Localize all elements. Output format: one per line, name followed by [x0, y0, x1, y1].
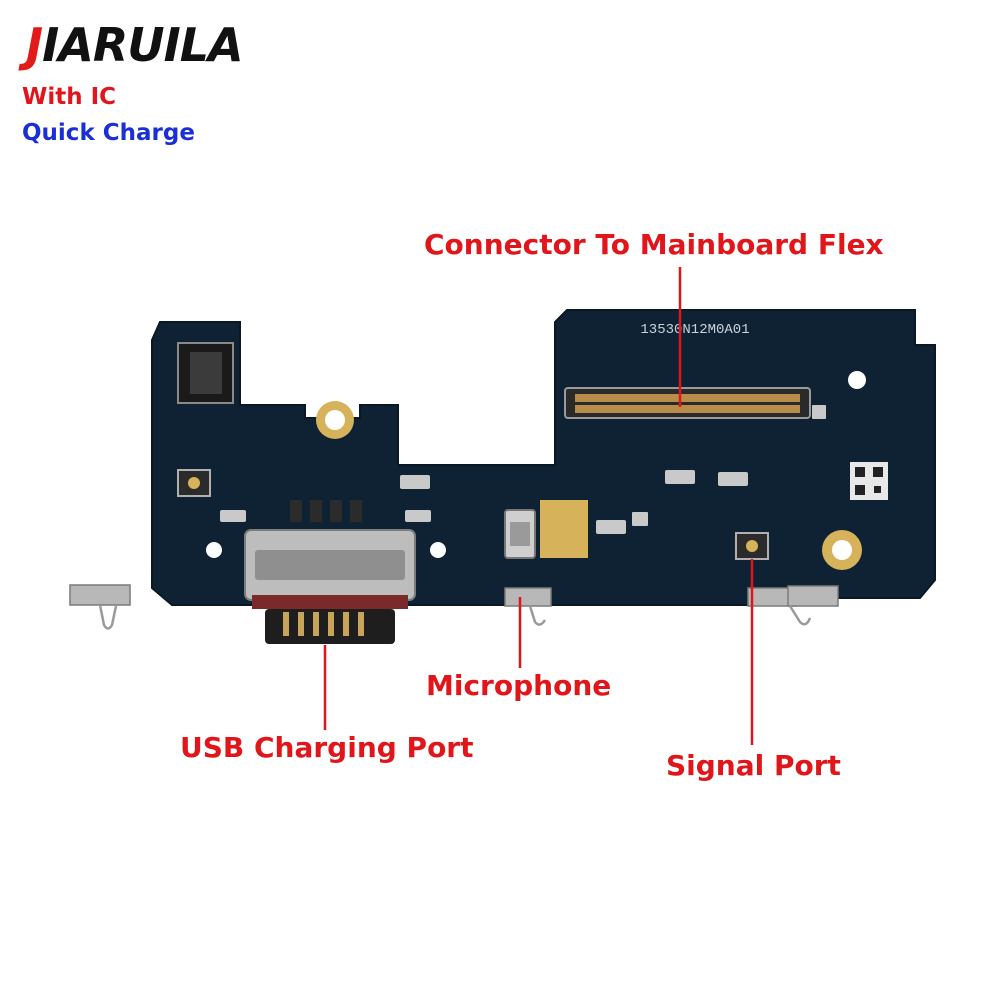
usb-callout-label: USB Charging Port — [180, 731, 474, 764]
mount-hole-left — [206, 542, 222, 558]
connector-callout-label: Connector To Mainboard Flex — [424, 228, 884, 261]
smd-components — [220, 405, 826, 534]
part-number: 13530N12M0A01 — [640, 322, 749, 338]
microphone-callout-label: Microphone — [426, 669, 612, 702]
signal-port-connector — [735, 532, 769, 560]
rf-connector-left — [177, 469, 211, 497]
spring-contacts — [69, 584, 839, 607]
mainboard-flex-connector — [564, 387, 811, 419]
mount-hole-top-right — [848, 371, 866, 389]
spring-wires — [98, 604, 812, 630]
small-flex-connector — [177, 342, 234, 404]
with-ic-label: With IC — [22, 84, 117, 110]
brand-logo: JIARUILA — [26, 22, 244, 68]
signal-callout-label: Signal Port — [666, 749, 841, 782]
brand-logo-rest: IARUILA — [42, 18, 244, 72]
brand-logo-first-letter: J — [26, 18, 43, 72]
microphone-component — [504, 500, 588, 559]
qr-code — [850, 462, 888, 500]
callout-leader-lines — [323, 267, 754, 745]
screw-hole-gold-left — [316, 401, 354, 439]
usb-c-port — [244, 529, 416, 644]
screw-hole-gold-right — [822, 530, 862, 570]
quick-charge-label: Quick Charge — [22, 120, 195, 146]
mount-hole-center — [430, 542, 446, 558]
